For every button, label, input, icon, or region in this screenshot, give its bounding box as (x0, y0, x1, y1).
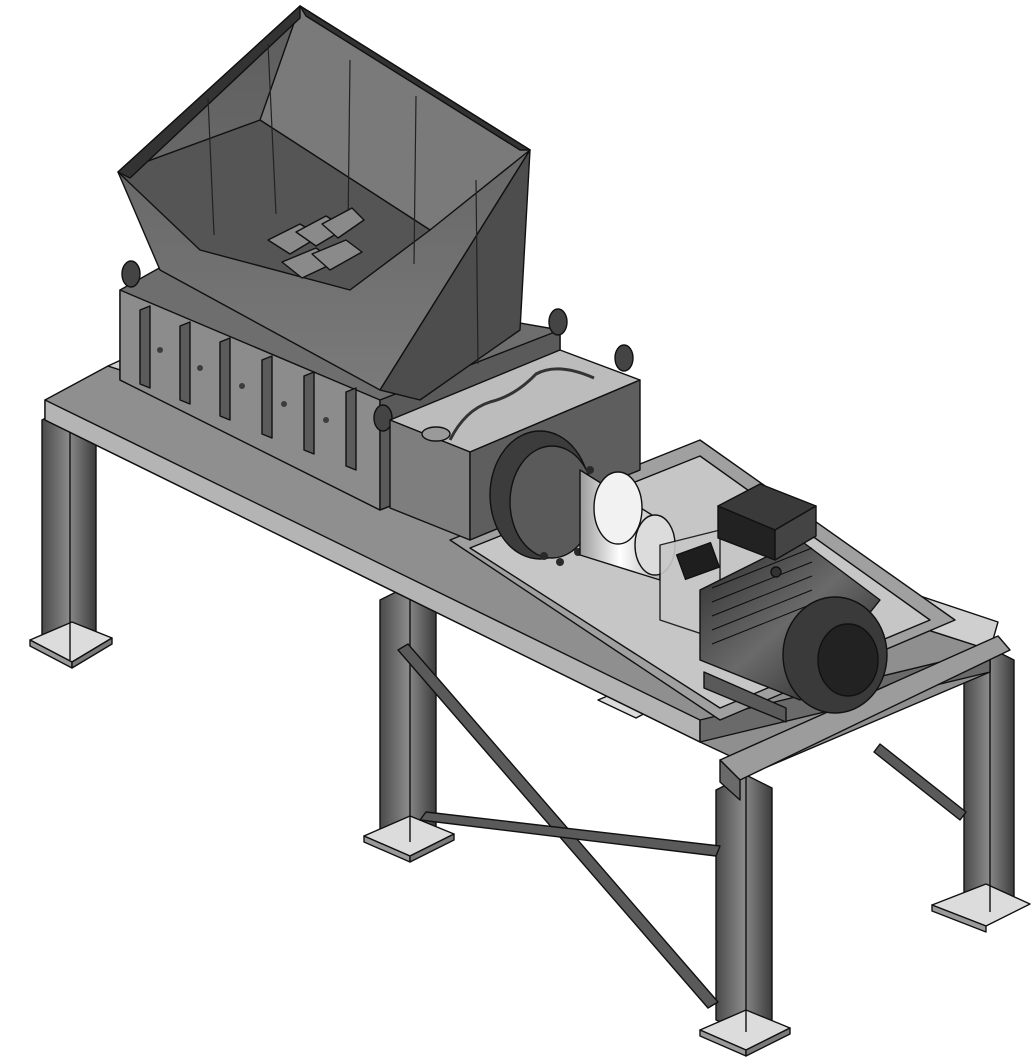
shredder-cutters (267, 207, 365, 279)
leg-back-right (931, 647, 1031, 933)
electric-motor (659, 483, 888, 723)
leg-front-right (699, 774, 791, 1057)
leg-center-front (363, 584, 455, 863)
leg-left-back (29, 404, 113, 669)
cross-brace (397, 643, 967, 1009)
hopper (117, 5, 531, 401)
